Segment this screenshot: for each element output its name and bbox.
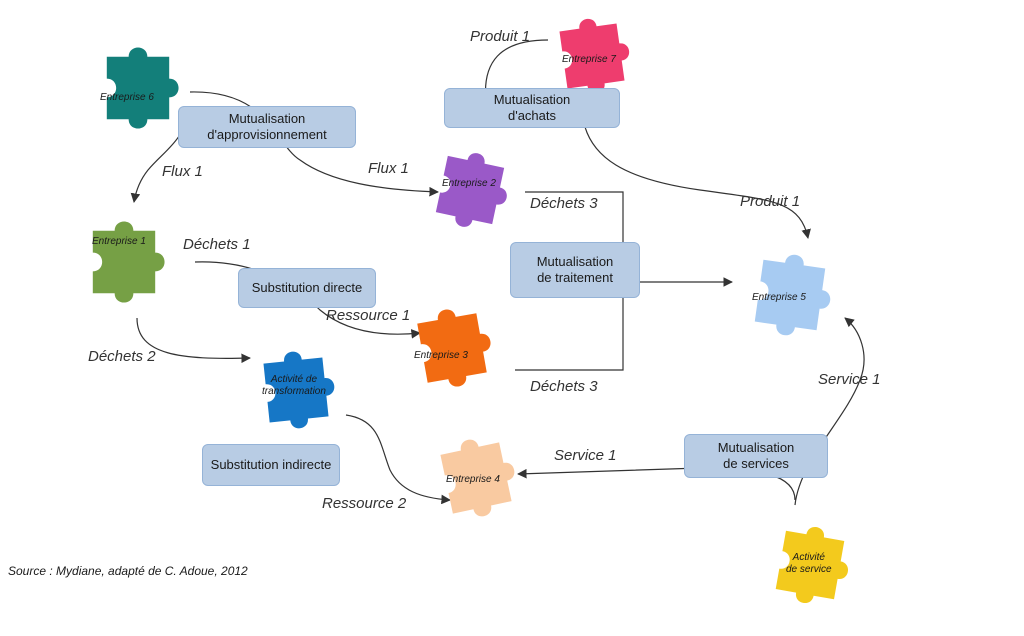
box-line: de services: [723, 456, 789, 471]
entreprise5-label: Entreprise 5: [752, 292, 806, 303]
substitution-directe-box: Substitution directe: [238, 268, 376, 308]
entreprise6-label: Entreprise 6: [100, 92, 154, 103]
box-line: d'achats: [507, 108, 556, 123]
entreprise7-label: Entreprise 7: [562, 54, 616, 65]
box-line: Mutualisation: [536, 254, 614, 269]
entreprise3-piece: [415, 302, 498, 392]
source-caption: Source : Mydiane, adapté de C. Adoue, 20…: [8, 564, 248, 578]
flow-label-produit1-top: Produit 1: [470, 28, 531, 45]
mutualisation-achats-box: Mutualisation d'achats: [444, 88, 620, 128]
activite-transformation-label: Activité de transformation: [262, 374, 326, 398]
label-line: de service: [786, 564, 832, 575]
flow-label-dechets2: Déchets 2: [88, 348, 156, 365]
flow-label-service1-mid: Service 1: [554, 447, 617, 464]
flow-label-service1-right: Service 1: [818, 371, 881, 388]
flow-label-dechets1: Déchets 1: [183, 236, 251, 253]
label-line: Activité de: [270, 374, 318, 385]
mutualisation-traitement-box: Mutualisation de traitement: [510, 242, 640, 298]
connector-entreprise6-to-entreprise2: [189, 91, 439, 197]
label-line: transformation: [262, 386, 326, 397]
flow-label-ressource2: Ressource 2: [322, 495, 407, 512]
flow-label-dechets3-top: Déchets 3: [530, 195, 598, 212]
flow-label-flux1-mid: Flux 1: [368, 160, 409, 177]
connector-dechets2: [136, 317, 251, 364]
flow-label-dechets3-bottom: Déchets 3: [530, 378, 598, 395]
box-line: Substitution indirecte: [210, 457, 332, 472]
flow-label-ressource1: Ressource 1: [326, 307, 411, 324]
mutualisation-services-box: Mutualisation de services: [684, 434, 828, 478]
entreprise1-label: Entreprise 1: [92, 236, 146, 247]
box-line: Mutualisation: [228, 111, 306, 126]
entreprise1-piece: [92, 221, 165, 303]
entreprise3-label: Entreprise 3: [414, 350, 468, 361]
entreprise2-piece: [434, 147, 515, 235]
connector-ressource2: [345, 414, 451, 505]
activite-service-label: Activité de service: [786, 552, 832, 576]
box-line: Substitution directe: [251, 280, 363, 295]
connector-dechets1: [194, 261, 421, 339]
flow-label-flux1-left: Flux 1: [162, 163, 203, 180]
mutualisation-approvisionnement-box: Mutualisation d'approvisionnement: [178, 106, 356, 148]
flow-label-produit1-right: Produit 1: [740, 193, 801, 210]
substitution-indirecte-box: Substitution indirecte: [202, 444, 340, 486]
box-line: Mutualisation: [493, 92, 571, 107]
box-line: Mutualisation: [717, 440, 795, 455]
entreprise4-label: Entreprise 4: [446, 474, 500, 485]
entreprise2-label: Entreprise 2: [442, 178, 496, 189]
label-line: Activité: [792, 552, 825, 563]
connector-achats-to-entreprise5: [581, 109, 811, 239]
entreprise6-piece: [106, 47, 179, 129]
box-line: de traitement: [537, 270, 613, 285]
box-line: d'approvisionnement: [207, 127, 327, 142]
